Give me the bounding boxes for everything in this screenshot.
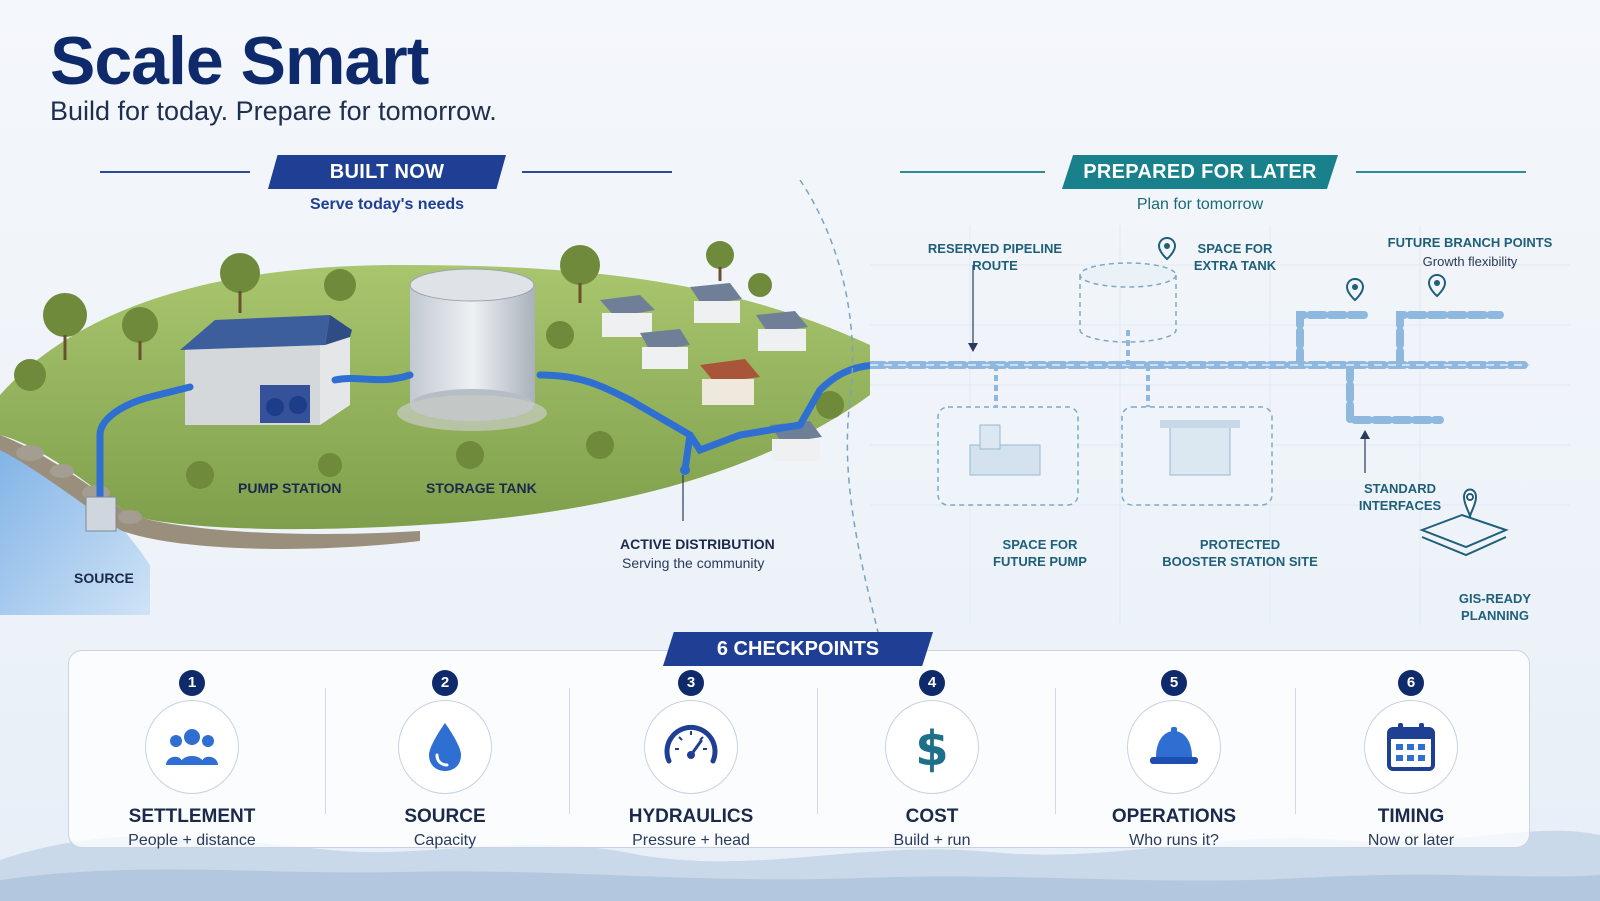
hard-hat-icon: [1150, 727, 1198, 764]
pin-icon-branch-1: [1346, 278, 1364, 302]
label-reserved-pipeline: RESERVED PIPELINE ROUTE: [927, 241, 1063, 273]
future-pump-space: [937, 406, 1079, 506]
banner-line-right: [522, 171, 672, 173]
checkpoint-hydraulics: 3 HYDRAULICS Pressure + head: [591, 670, 791, 850]
page-title: Scale Smart: [50, 23, 429, 99]
river: [0, 435, 150, 615]
label-active-distribution-sub: Serving the community: [622, 555, 765, 571]
divider: [1295, 688, 1296, 814]
label-future-pump: SPACE FOR FUTURE PUMP: [993, 537, 1087, 569]
label-gis-ready: GIS-READY PLANNING: [1458, 591, 1532, 623]
checkpoint-subtitle: Now or later: [1367, 832, 1455, 849]
checkpoint-number: 5: [1161, 670, 1187, 696]
people-icon: [166, 729, 218, 765]
checkpoint-cost: 4 $ COST Build + run: [832, 670, 1032, 850]
reserved-pipeline: [870, 311, 1534, 424]
gis-map-icon: [1419, 488, 1509, 557]
divider: [817, 688, 818, 814]
pin-icon-tank: [1158, 237, 1176, 261]
label-storage-tank: STORAGE TANK: [426, 480, 537, 496]
pump-station-building: [180, 315, 352, 425]
checkpoint-number: 6: [1398, 670, 1424, 696]
banner-line-left: [100, 171, 250, 173]
checkpoint-number: 3: [678, 670, 704, 696]
label-source: SOURCE: [74, 570, 134, 586]
booster-station-space: [1121, 406, 1273, 506]
checkpoint-icon-circle: [398, 700, 492, 794]
checkpoints-banner: 6 CHECKPOINTS: [663, 632, 933, 666]
checkpoint-number: 4: [919, 670, 945, 696]
extra-tank-space: [1079, 262, 1177, 343]
checkpoint-icon-circle: [1127, 700, 1221, 794]
page-subtitle: Build for today. Prepare for tomorrow.: [50, 96, 497, 126]
checkpoint-title: HYDRAULICS: [628, 806, 754, 827]
checkpoint-subtitle: Who runs it?: [1129, 832, 1219, 849]
divider: [569, 688, 570, 814]
checkpoint-number: 1: [179, 670, 205, 696]
built-now-illustration: [0, 241, 884, 615]
label-active-distribution: ACTIVE DISTRIBUTION: [620, 536, 775, 552]
svg-text:$: $: [915, 721, 948, 777]
checkpoint-title: TIMING: [1377, 806, 1445, 827]
future-blueprint: [870, 225, 1570, 625]
calendar-icon: [1387, 723, 1435, 771]
checkpoint-settlement: 1 SETTLEMENT People + distance: [92, 670, 292, 850]
label-pump-station: PUMP STATION: [238, 480, 342, 496]
dollar-icon: $: [915, 721, 948, 777]
checkpoint-title: SOURCE: [404, 806, 486, 827]
built-now-banner: BUILT NOW: [268, 155, 506, 189]
prepared-later-subtitle: Plan for tomorrow: [1136, 196, 1264, 213]
banner-line-right-later: [1356, 171, 1526, 173]
background-hills: [0, 830, 1600, 901]
checkpoint-subtitle: Pressure + head: [632, 832, 750, 849]
checkpoint-subtitle: Capacity: [413, 832, 477, 849]
timeline-divider: [799, 180, 881, 640]
label-standard-interfaces: STANDARD INTERFACES: [1358, 481, 1442, 513]
checkpoint-number: 2: [432, 670, 458, 696]
gauge-icon: [664, 724, 718, 764]
checkpoint-title: OPERATIONS: [1111, 806, 1237, 827]
checkpoint-subtitle: Build + run: [893, 832, 971, 849]
checkpoint-title: COST: [905, 806, 959, 827]
prepared-later-banner: PREPARED FOR LATER: [1062, 155, 1338, 189]
checkpoint-operations: 5 OPERATIONS Who runs it?: [1074, 670, 1274, 850]
label-booster-station: PROTECTED BOOSTER STATION SITE: [1162, 537, 1318, 569]
pin-icon-branch-2: [1428, 274, 1446, 298]
water-drop-icon: [429, 723, 461, 771]
trees: [14, 241, 844, 489]
checkpoint-timing: 6 TIMING Now or later: [1311, 670, 1511, 850]
checkpoint-title: SETTLEMENT: [128, 806, 256, 827]
checkpoint-icon-circle: [644, 700, 738, 794]
storage-tank: [397, 268, 547, 431]
label-extra-tank: SPACE FOR EXTRA TANK: [1193, 241, 1277, 273]
divider: [325, 688, 326, 814]
divider: [1055, 688, 1056, 814]
checkpoint-subtitle: People + distance: [128, 832, 256, 849]
label-branch-points: FUTURE BRANCH POINTS Growth flexibility: [1387, 235, 1553, 269]
checkpoint-icon-circle: [145, 700, 239, 794]
checkpoint-source: 2 SOURCE Capacity: [345, 670, 545, 850]
checkpoint-icon-circle: $: [885, 700, 979, 794]
built-now-subtitle: Serve today's needs: [309, 196, 465, 213]
banner-line-left-later: [900, 171, 1045, 173]
checkpoint-icon-circle: [1364, 700, 1458, 794]
